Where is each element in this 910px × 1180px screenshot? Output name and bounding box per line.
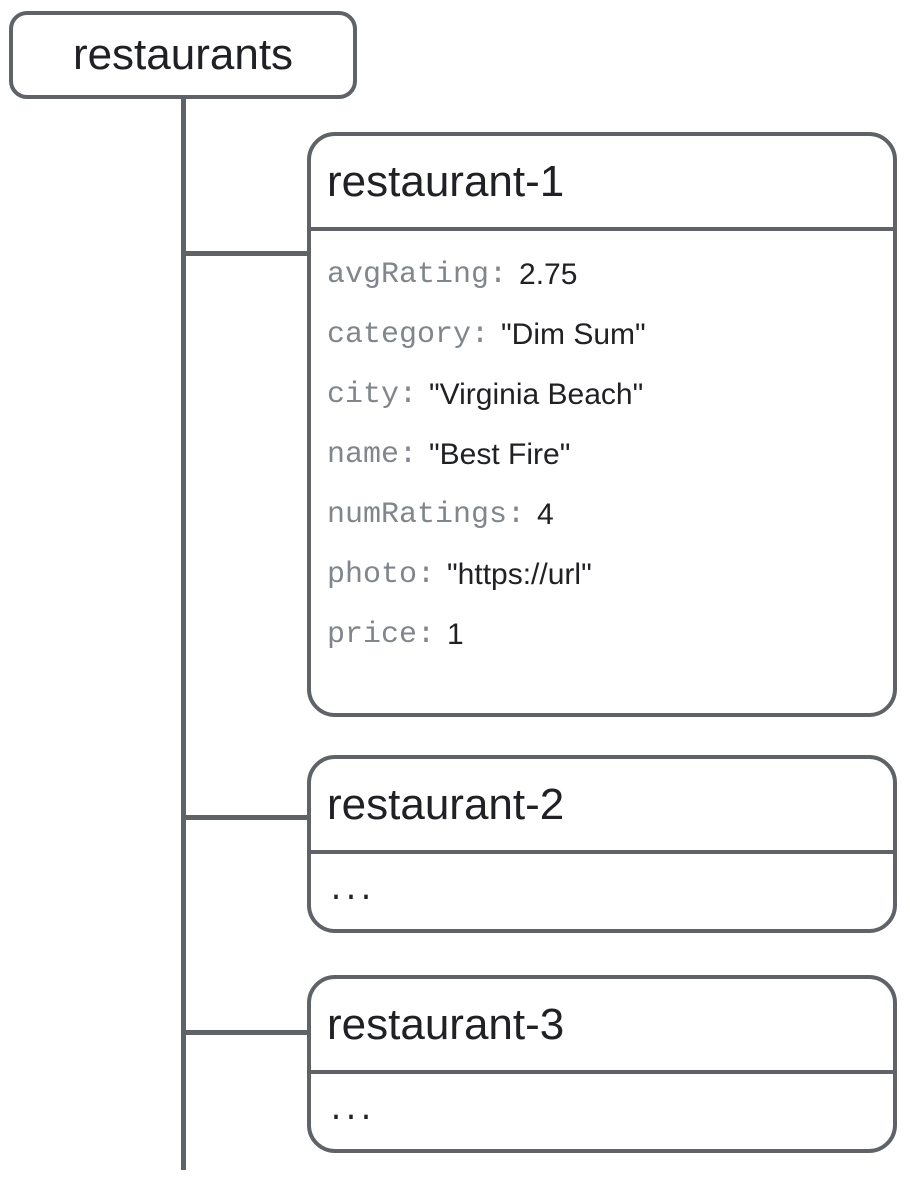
field-value: "Dim Sum" bbox=[501, 318, 646, 351]
document-header: restaurant-1 bbox=[311, 136, 893, 231]
ellipsis-text: ... bbox=[327, 874, 375, 909]
document-header: restaurant-3 bbox=[311, 979, 893, 1074]
ellipsis-text: ... bbox=[327, 1094, 375, 1129]
field-value: "https://url" bbox=[447, 558, 592, 591]
field-key: numRatings: bbox=[327, 498, 526, 532]
field-value: 2.75 bbox=[519, 258, 578, 291]
field-row-city: city: "Virginia Beach" bbox=[327, 365, 877, 425]
field-value: 4 bbox=[537, 498, 554, 531]
document-title: restaurant-1 bbox=[327, 156, 565, 206]
field-row-category: category: "Dim Sum" bbox=[327, 305, 877, 365]
field-row-photo: photo: "https://url" bbox=[327, 545, 877, 605]
connector-line-restaurant-2 bbox=[183, 815, 307, 820]
document-fields: avgRating: 2.75 category: "Dim Sum" city… bbox=[311, 231, 893, 665]
field-value: "Best Fire" bbox=[429, 438, 571, 471]
field-row-avgrating: avgRating: 2.75 bbox=[327, 245, 877, 305]
field-key: category: bbox=[327, 318, 490, 352]
document-title: restaurant-2 bbox=[327, 779, 565, 829]
connector-line-restaurant-3 bbox=[183, 1030, 307, 1035]
field-key: avgRating: bbox=[327, 258, 508, 292]
document-header: restaurant-2 bbox=[311, 759, 893, 854]
field-row-name: name: "Best Fire" bbox=[327, 425, 877, 485]
field-row-numratings: numRatings: 4 bbox=[327, 485, 877, 545]
document-fields-collapsed: ... bbox=[311, 1074, 893, 1149]
field-value: "Virginia Beach" bbox=[429, 378, 644, 411]
tree-trunk-line bbox=[181, 99, 186, 1170]
field-key: city: bbox=[327, 378, 418, 412]
document-fields-collapsed: ... bbox=[311, 854, 893, 929]
field-key: name: bbox=[327, 438, 418, 472]
document-node-restaurant-1: restaurant-1 avgRating: 2.75 category: "… bbox=[307, 132, 897, 717]
document-node-restaurant-2: restaurant-2 ... bbox=[307, 755, 897, 933]
document-node-restaurant-3: restaurant-3 ... bbox=[307, 975, 897, 1153]
document-title: restaurant-3 bbox=[327, 999, 565, 1049]
collection-label: restaurants bbox=[72, 30, 294, 79]
field-row-price: price: 1 bbox=[327, 605, 877, 665]
collection-node-restaurants: restaurants bbox=[9, 11, 357, 99]
field-value: 1 bbox=[447, 618, 464, 651]
field-key: price: bbox=[327, 618, 436, 652]
field-key: photo: bbox=[327, 558, 436, 592]
connector-line-restaurant-1 bbox=[183, 251, 307, 256]
